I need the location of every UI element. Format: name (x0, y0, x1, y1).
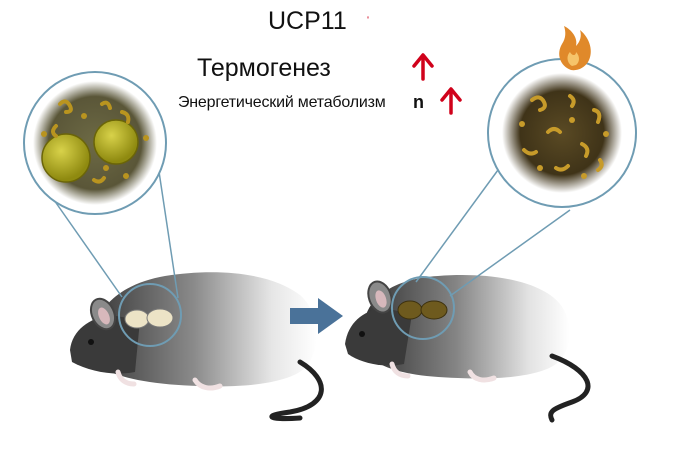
metabolism-arrow-up-icon (440, 87, 462, 115)
mouse-after (345, 275, 591, 423)
ucp-label: UCP11 (268, 7, 347, 35)
thermogenesis-label: Термогенез (197, 54, 331, 82)
flame-icon (559, 26, 591, 71)
thermogenesis-arrow-up-icon (412, 53, 434, 81)
mouse-before (70, 272, 324, 422)
white-fat-cell-zoom (23, 71, 167, 215)
zoom-lines-right (415, 169, 571, 297)
energy-metabolism-label: Энергетический метаболизм (178, 94, 386, 111)
ucp-mark: ˈ (366, 14, 370, 28)
arrow-right-icon (290, 298, 343, 334)
brown-fat-cell-zoom (487, 58, 637, 208)
energy-metabolism-mark: n (413, 92, 424, 112)
